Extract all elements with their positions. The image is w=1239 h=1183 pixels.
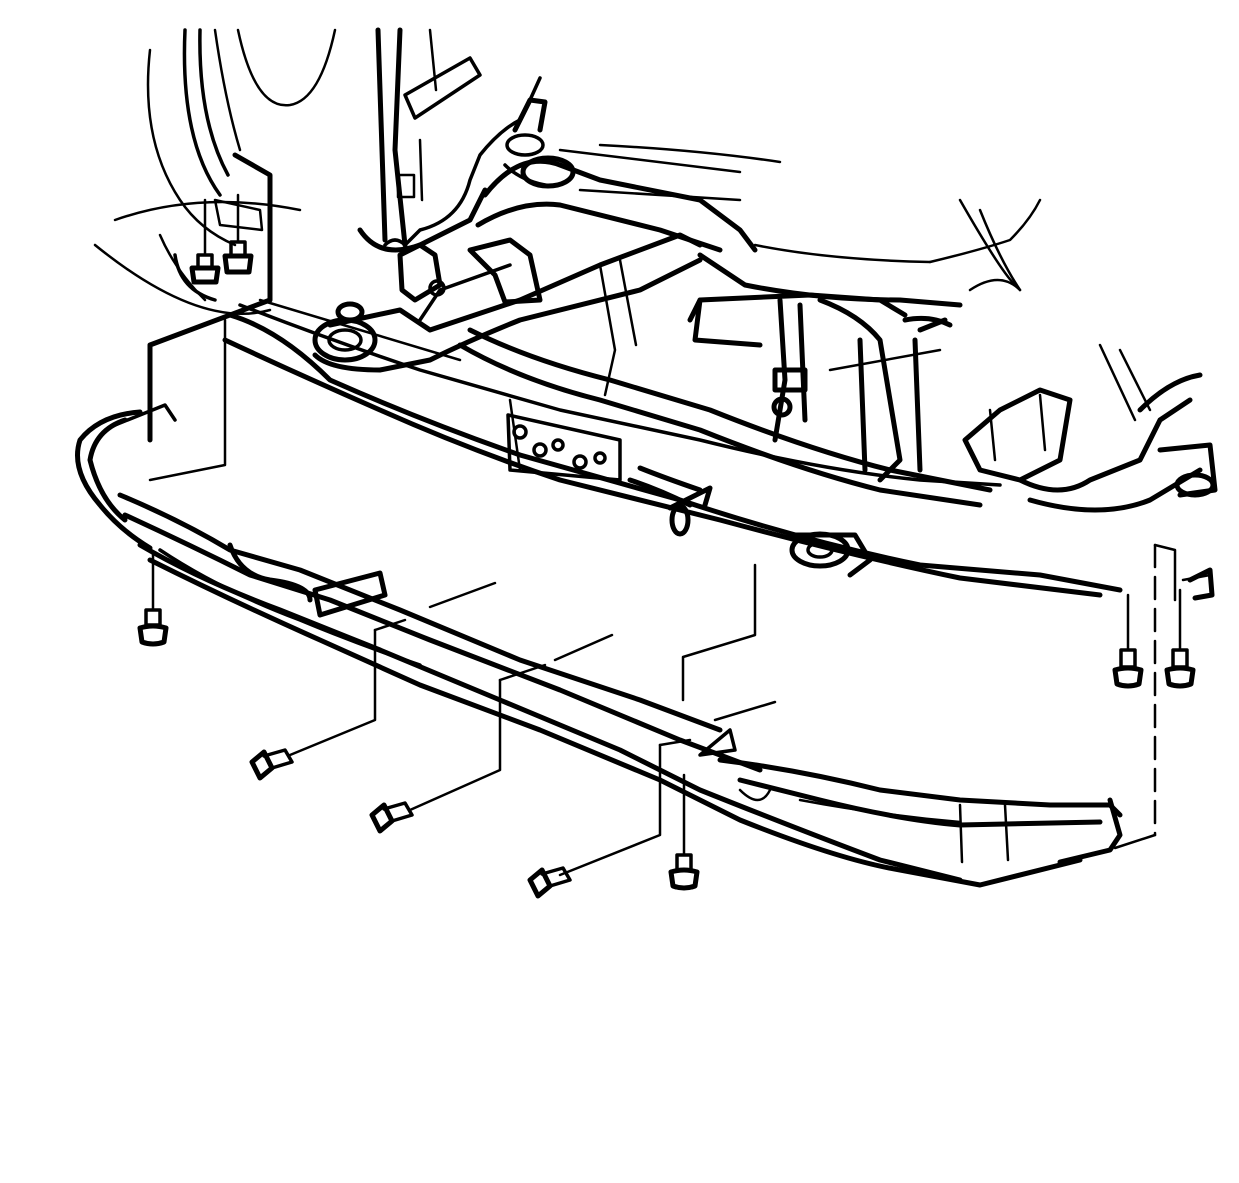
bolt-icon bbox=[1112, 593, 1144, 689]
lower-control-arm bbox=[312, 232, 993, 508]
front-air-deflector bbox=[75, 403, 1123, 888]
push-pin-retainer-icon bbox=[527, 866, 572, 899]
fender-and-frame-structure bbox=[146, 27, 1042, 308]
crossmember-frame bbox=[222, 298, 1123, 598]
bolt-icon bbox=[1164, 588, 1196, 689]
bolt-icon bbox=[668, 773, 700, 891]
push-pin-retainer-icon bbox=[249, 748, 294, 781]
bolt-icon bbox=[189, 198, 221, 285]
radiator-support bbox=[687, 278, 1218, 578]
bolt-icon bbox=[222, 193, 254, 275]
leader-lines bbox=[148, 318, 1212, 877]
upper-left-bracket bbox=[93, 152, 302, 443]
bolt-icon bbox=[137, 551, 169, 647]
push-pin-retainer-icon bbox=[369, 801, 414, 834]
clip-icon bbox=[1187, 567, 1215, 601]
